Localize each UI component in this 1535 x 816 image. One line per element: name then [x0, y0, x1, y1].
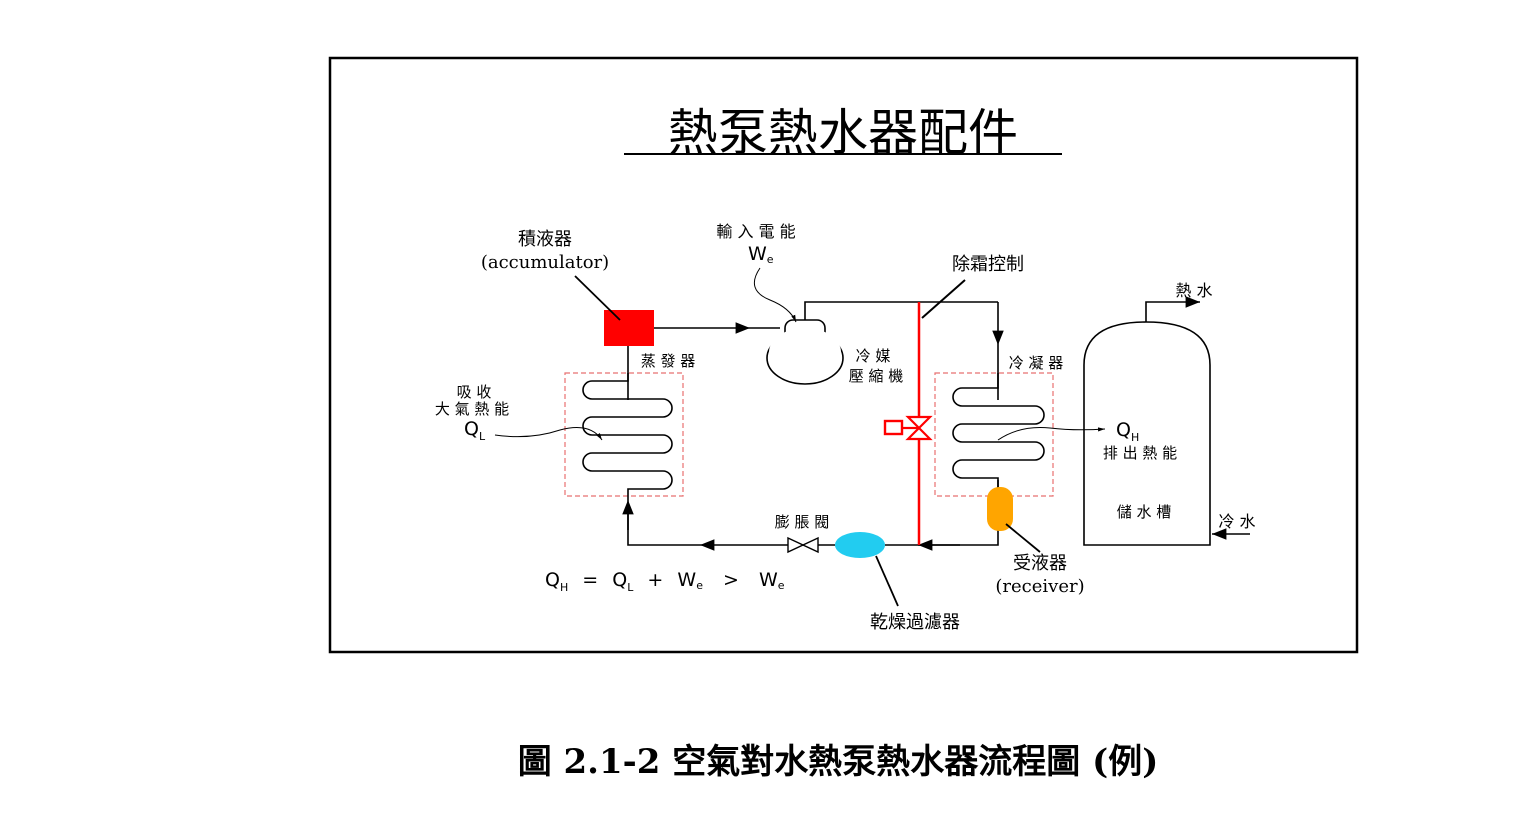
label-condenser: 冷 凝 器 [1009, 354, 1064, 372]
label-receiver-en: (receiver) [995, 576, 1084, 597]
label-absorb-2: 大 氣 熱 能 [435, 400, 509, 418]
label-discharge-heat: 排 出 熱 能 [1103, 444, 1177, 462]
label-expansion-valve: 膨 脹 閥 [775, 513, 830, 531]
label-accumulator-zh: 積液器 [518, 229, 572, 250]
label-compressor-1: 冷 媒 [856, 347, 891, 365]
filter-drier [835, 532, 885, 558]
label-evaporator: 蒸 發 器 [641, 352, 696, 370]
refrigerant-piping [622, 301, 1004, 551]
label-compressor-2: 壓 縮 機 [849, 367, 904, 385]
label-we: We [748, 243, 774, 266]
energy-flow-curves [494, 267, 1106, 441]
evaporator-coil [582, 373, 673, 500]
accumulator [604, 310, 654, 346]
condenser-coil [952, 373, 1045, 490]
label-filter-drier: 乾燥過濾器 [870, 612, 960, 633]
label-absorb-1: 吸 收 [457, 383, 492, 401]
label-qh: QH [1116, 419, 1139, 444]
expansion-valve [787, 536, 819, 554]
label-ql: QL [464, 418, 486, 443]
label-accumulator-en: (accumulator) [481, 252, 609, 273]
energy-equation: QH = QL + We > We [545, 569, 785, 596]
label-storage-tank: 儲 水 槽 [1117, 503, 1172, 521]
compressor [766, 319, 844, 385]
evaporator-box [564, 372, 684, 497]
label-hot-water: 熱 水 [1175, 281, 1212, 300]
receiver [987, 487, 1013, 531]
label-receiver-zh: 受液器 [1013, 553, 1067, 574]
diagram-title: 熱泵熱水器配件 [668, 104, 1018, 162]
label-power-input: 輸 入 電 能 [716, 222, 795, 241]
diagram-frame [328, 56, 1359, 654]
figure-caption: 圖 2.1-2 空氣對水熱泵熱水器流程圖 (例) [518, 742, 1159, 782]
storage-tank [1083, 321, 1211, 546]
leader-lines [574, 275, 1041, 607]
label-cold-water: 冷 水 [1218, 512, 1255, 531]
defrost-solenoid-valve [883, 415, 933, 441]
hot-water-pipe [1145, 296, 1200, 322]
label-defrost: 除霜控制 [952, 254, 1024, 275]
